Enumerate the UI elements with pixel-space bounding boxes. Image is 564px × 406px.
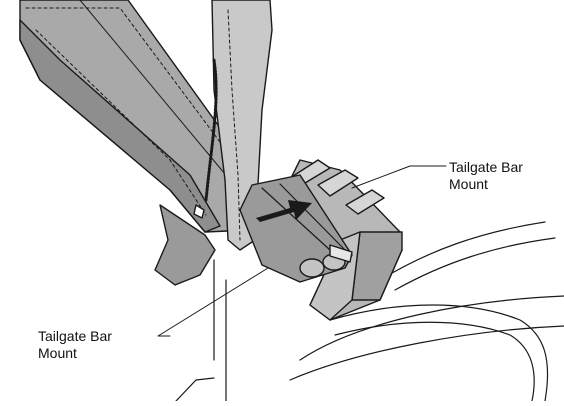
callout-line-2: Mount: [449, 176, 488, 192]
insertion-arrow: [256, 200, 312, 222]
callout-tailgate-bar-mount-lower: Tailgate Bar Mount: [38, 328, 112, 362]
tailgate-bar-mount-housing: [289, 159, 403, 321]
callout-line-2: Mount: [38, 345, 77, 361]
callout-line-1: Tailgate Bar: [449, 159, 523, 175]
callout-tailgate-bar-mount-upper: Tailgate Bar Mount: [449, 159, 523, 193]
seatback-hook: [154, 204, 216, 286]
leader-lines: [157, 165, 447, 337]
tailgate-bar-tubes: [239, 174, 353, 283]
callout-line-1: Tailgate Bar: [38, 328, 112, 344]
tailgate-contours: [175, 221, 564, 402]
seatback-panel: [19, 0, 251, 233]
